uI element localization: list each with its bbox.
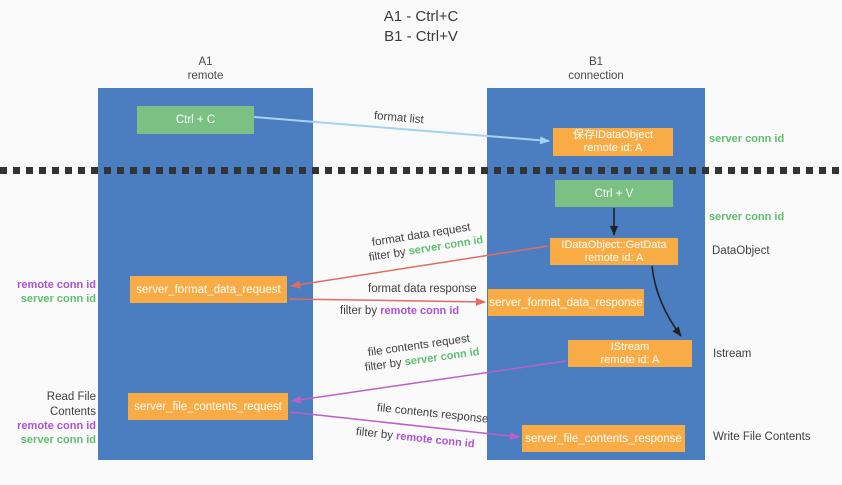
file-request-label: server_file_contents_request [134,400,282,413]
remote-conn-id-text: remote conn id [17,279,96,291]
title-line-a1: A1 - Ctrl+C [383,8,459,25]
filter-by-text: filter by [364,356,406,374]
write-file-contents-label: Write File Contents [713,431,811,443]
istream-line2: remote id: A [600,353,660,366]
remote-conn-id-text: remote conn id [395,430,476,451]
read-file-contents-label: Read File Contents [46,391,96,418]
istream-line1: IStream [610,340,650,353]
left-conn-id-annotation-top: remote conn id server conn id [6,279,96,306]
diagram-title: A1 - Ctrl+C B1 - Ctrl+V [0,7,842,47]
server-conn-id-text: server conn id [20,433,96,446]
title-line-b1: B1 - Ctrl+V [384,28,458,45]
server-conn-id-text: server conn id [20,292,96,305]
left-column-header: A1 remote [98,55,313,83]
server-format-data-response-node: server_format_data_response [488,289,644,316]
remote-conn-id-text: remote conn id [380,305,460,317]
format-data-response-label: format data response [368,283,477,295]
right-server-conn-id-bottom: server conn id [709,211,785,223]
format-response-label: server_format_data_response [489,296,643,309]
remote-conn-id-text: remote conn id [17,420,96,432]
filter-by-text: filter by [340,305,381,317]
dataobject-annotation: DataObject [712,245,770,257]
right-server-conn-id-top: server conn id [709,133,785,145]
right-column-subtitle: connection [568,70,624,82]
file-contents-response-label: file contents response [376,402,489,426]
server-file-contents-request-node: server_file_contents_request [128,393,288,420]
filter-by-text: filter by [355,426,397,443]
idataobject-getdata-node: IDataObject::GetData remote id: A [550,238,678,265]
right-column-header: B1 connection [487,55,705,83]
save-idataobject-line1: 保存IDataObject [572,129,654,141]
save-idataobject-line2: remote id: A [583,142,643,154]
getdata-line2: remote id: A [584,251,644,264]
ctrl-c-label: Ctrl + C [175,114,216,126]
server-file-contents-response-node: server_file_contents_response [522,425,685,452]
ctrl-v-node: Ctrl + V [555,180,673,207]
phase-divider-dotted-line [0,167,842,174]
istream-node: IStream remote id: A [568,340,692,367]
server-format-data-request-node: server_format_data_request [130,276,287,303]
istream-annotation: Istream [713,348,752,360]
save-idataobject-node: 保存IDataObject remote id: A [553,128,673,156]
format-request-label: server_format_data_request [136,283,281,296]
filter-by-remote-conn-id-label-1: filter by remote conn id [340,305,459,317]
file-response-label: server_file_contents_response [525,432,682,445]
format-data-response-arrow [288,297,486,306]
left-column-title: A1 [198,56,213,68]
ctrl-c-node: Ctrl + C [137,106,254,134]
ctrl-v-label: Ctrl + V [594,187,634,200]
left-column-subtitle: remote [187,70,224,82]
left-conn-id-annotation-bottom: Read File Contents remote conn id server… [0,390,96,447]
filter-by-remote-conn-id-label-2: filter by remote conn id [355,426,475,450]
format-list-label: format list [373,110,425,127]
getdata-line1: IDataObject::GetData [561,238,667,251]
right-column-title: B1 [588,56,604,68]
